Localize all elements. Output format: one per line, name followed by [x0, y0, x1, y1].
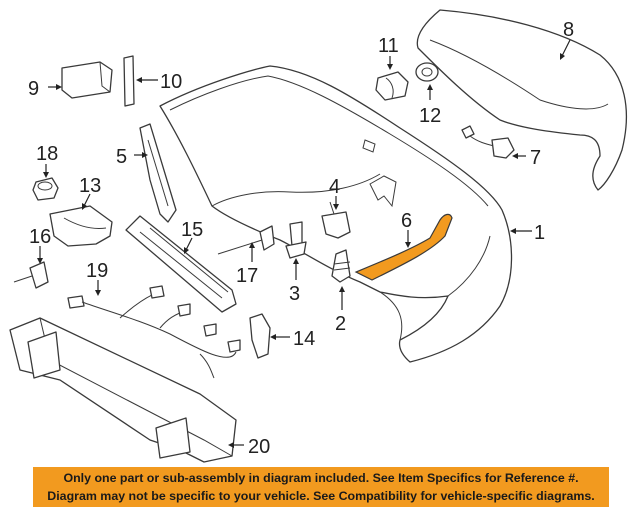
part-small-bracket	[249, 313, 271, 359]
callout-10: 10	[160, 71, 182, 93]
disclaimer-banner: Only one part or sub-assembly in diagram…	[33, 467, 609, 507]
part-nut	[32, 177, 59, 201]
callout-3: 3	[289, 283, 300, 305]
part-mount	[49, 205, 113, 247]
callout-labels: 1 2 3 4 5 6 7 8 9 10 11 12 13 14 15 16 1…	[28, 19, 574, 458]
part-absorber	[125, 215, 237, 313]
part-rear-valance	[416, 9, 628, 191]
callout-15: 15	[181, 219, 203, 241]
part-clip	[321, 201, 351, 239]
callout-19: 19	[86, 260, 108, 282]
callout-20: 20	[248, 436, 270, 458]
part-reinforcement-beam	[9, 317, 237, 463]
disclaimer-line-1: Only one part or sub-assembly in diagram…	[63, 471, 579, 485]
callout-7: 7	[530, 147, 541, 169]
part-grommet	[415, 62, 439, 82]
callout-14: 14	[293, 328, 315, 350]
part-connector	[461, 125, 515, 159]
callout-13: 13	[79, 175, 101, 197]
callout-9: 9	[28, 78, 39, 100]
callout-12: 12	[419, 105, 441, 127]
part-stud	[13, 261, 49, 289]
part-wiring-harness	[67, 285, 241, 379]
part-pin	[217, 225, 275, 255]
disclaimer-line-2: Diagram may not be specific to your vehi…	[47, 489, 595, 503]
callout-1: 1	[534, 222, 545, 244]
callout-8: 8	[563, 19, 574, 41]
callout-6: 6	[401, 210, 412, 232]
callout-16: 16	[29, 226, 51, 248]
callout-11: 11	[378, 35, 399, 57]
leader-lines	[37, 39, 571, 448]
callout-4: 4	[329, 176, 340, 198]
part-strip	[123, 55, 135, 107]
callout-17: 17	[236, 265, 258, 287]
callout-18: 18	[36, 143, 58, 165]
part-sensor-module	[61, 61, 113, 99]
part-screw	[285, 221, 307, 259]
callout-5: 5	[116, 146, 127, 168]
part-side-bracket	[139, 123, 177, 223]
part-push-clip	[331, 249, 351, 283]
callout-2: 2	[335, 313, 346, 335]
part-park-sensor	[375, 71, 409, 101]
part-bracket-highlighted	[354, 213, 453, 281]
